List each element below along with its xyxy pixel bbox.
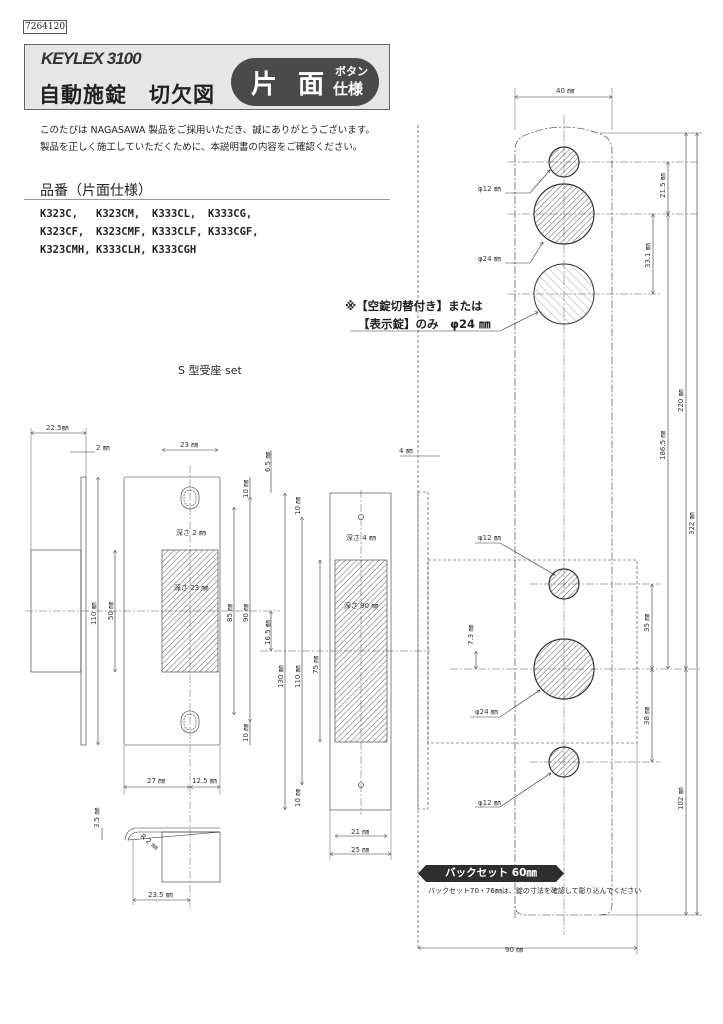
intro-line: 製品を正しく施工していただくために、本説明書の内容をご確認ください。	[40, 142, 363, 153]
model: K333CGF,	[208, 226, 259, 238]
model: K333CGH	[152, 244, 197, 256]
dim-label: 90 ㎜	[242, 604, 250, 622]
hole-12-top	[548, 146, 580, 178]
strike-box-front	[329, 492, 392, 811]
dim-label: 85 ㎜	[226, 604, 234, 622]
dim-label: R 2 ㎜	[139, 832, 160, 851]
dim-label: 23.5 ㎜	[148, 891, 173, 899]
lock-case-outline	[427, 559, 638, 744]
depth-label: 深さ 90 ㎜	[344, 601, 378, 610]
dim-label: 12.5 ㎜	[192, 777, 217, 785]
model: K323C,	[40, 208, 78, 220]
dim-label: 21 ㎜	[351, 828, 369, 836]
divider	[24, 199, 390, 200]
dim-label: 10 ㎜	[294, 497, 302, 515]
screw-slot	[180, 486, 200, 510]
dim-label: 50 ㎜	[107, 602, 115, 620]
dim-label: 10 ㎜	[242, 480, 250, 498]
model: K333CLH,	[96, 244, 147, 256]
dim-label: φ12 ㎜	[478, 534, 501, 542]
escutcheon-outline	[514, 126, 613, 918]
dim-label: 6.5 ㎜	[264, 452, 272, 472]
dim-label: 3.5 ㎜	[93, 808, 101, 828]
spec-badge-small-2: 仕様	[333, 80, 364, 98]
dim-label: 110 ㎜	[294, 665, 302, 688]
dim-label: φ24 ㎜	[478, 255, 501, 263]
hole-24-mid	[533, 638, 595, 700]
strike-section-plate	[124, 827, 221, 841]
model: K333CLF,	[152, 226, 203, 238]
dim-label: 33.1 ㎜	[644, 243, 652, 268]
strike-section-box	[161, 831, 221, 883]
dim-label: 21.5 ㎜	[659, 173, 667, 198]
dim-label: 10 ㎜	[242, 724, 250, 742]
dim-label: 10 ㎜	[294, 789, 302, 807]
spec-badge-small-1: ボタン	[335, 65, 368, 78]
note-line: ※【空錠切替付き】または	[345, 299, 483, 313]
dim-label: 16.5 ㎜	[264, 620, 272, 645]
dim-label: 7.3 ㎜	[467, 625, 475, 645]
page-title: 自動施錠 切欠図	[39, 83, 215, 107]
dim-label: 2 ㎜	[96, 444, 110, 452]
spec-badge: 片 面 ボタン 仕様	[231, 58, 379, 106]
document-id: 7264120	[23, 20, 68, 34]
dim-label: 90 ㎜	[505, 946, 523, 954]
strike-plate	[123, 476, 221, 746]
dim-label: 23 ㎜	[180, 441, 198, 449]
model: K323CMH,	[40, 244, 91, 256]
dim-label: 186.5 ㎜	[659, 431, 667, 460]
dim-label: 322 ㎜	[688, 512, 696, 535]
depth-label: 深さ 2 ㎜	[176, 528, 206, 537]
strike-box-side	[30, 549, 82, 673]
dim-label: 35 ㎜	[643, 614, 651, 632]
dim-label: φ24 ㎜	[475, 708, 498, 716]
model: K323CMF,	[96, 226, 147, 238]
hole-24-optional	[533, 263, 595, 325]
depth-label: 深さ 4 ㎜	[346, 533, 376, 542]
part-numbers-title: 品番（片面仕様）	[40, 183, 152, 199]
strike-cutout	[161, 549, 219, 673]
strike-set-label: S 型受座 set	[178, 364, 242, 377]
dim-label: 110 ㎜	[90, 602, 98, 625]
brand-logo: KEYLEX 3100	[41, 49, 142, 68]
dim-label: 38 ㎜	[643, 707, 651, 725]
model: K333CL,	[152, 208, 197, 220]
dim-label: 27 ㎜	[147, 777, 165, 785]
faceplate-outline	[417, 491, 429, 810]
dim-label: 40 ㎜	[556, 87, 574, 95]
backset-banner: バックセット 60㎜	[418, 865, 564, 882]
depth-label: 深さ 23 ㎜	[174, 583, 208, 592]
hole-12-mid	[548, 568, 580, 600]
dim-label: φ12 ㎜	[478, 799, 501, 807]
model: K333CG,	[208, 208, 253, 220]
model: K323CF,	[40, 226, 85, 238]
dim-label: 220 ㎜	[677, 389, 685, 412]
backset-note: バックセット70・76㎜は、錠の寸法を確認して彫り込んでください	[428, 887, 642, 895]
note-line: 【表示錠】のみ φ24 ㎜	[358, 317, 491, 331]
dim-label: 75 ㎜	[312, 656, 320, 674]
dim-label: 4 ㎜	[399, 447, 413, 455]
dim-label: 25 ㎜	[351, 846, 369, 854]
hole-12-bottom	[548, 746, 580, 778]
dim-label: 102 ㎜	[677, 787, 685, 810]
screw-slot	[180, 710, 200, 734]
spec-badge-main: 片 面	[251, 70, 331, 100]
box-cutout	[334, 559, 388, 743]
dim-label: φ12 ㎜	[478, 185, 501, 193]
header-panel: KEYLEX 3100 自動施錠 切欠図 片 面 ボタン 仕様	[24, 44, 390, 110]
model: K323CM,	[96, 208, 141, 220]
dim-label: 22.5㎜	[46, 424, 69, 432]
hole-24-top	[533, 183, 595, 245]
dim-label: 130 ㎜	[277, 665, 285, 688]
intro-line: このたびは NAGASAWA 製品をご採用いただき、誠にありがとうございます。	[40, 125, 375, 136]
